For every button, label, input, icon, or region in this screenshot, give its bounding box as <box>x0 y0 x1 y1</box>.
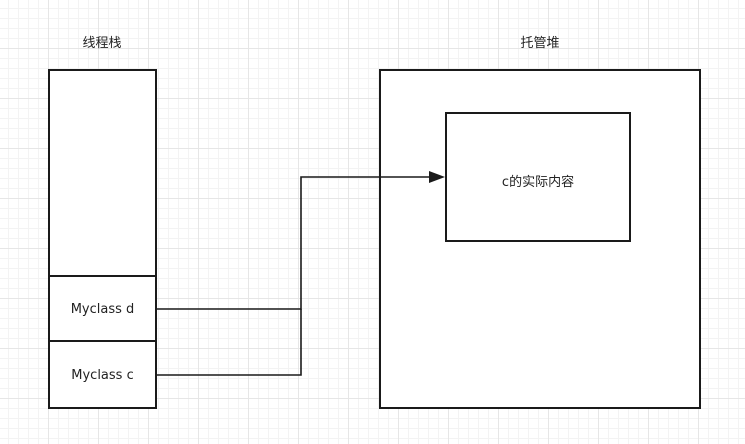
stack-cell-myclass-d: Myclass d <box>48 275 157 341</box>
reference-line-d <box>157 176 434 310</box>
heap-object-label: c的实际内容 <box>501 175 575 190</box>
managed-heap-title: 托管堆 <box>520 36 560 51</box>
heap-object-box: c的实际内容 <box>445 112 631 242</box>
arrowhead-icon <box>429 171 445 183</box>
reference-line-c <box>157 309 302 376</box>
thread-stack-title: 线程栈 <box>82 36 122 51</box>
stack-cell-label: Myclass d <box>70 301 135 317</box>
thread-stack-box <box>48 69 157 409</box>
stack-cell-label: Myclass c <box>71 368 134 383</box>
stack-cell-myclass-c: Myclass c <box>48 340 157 409</box>
